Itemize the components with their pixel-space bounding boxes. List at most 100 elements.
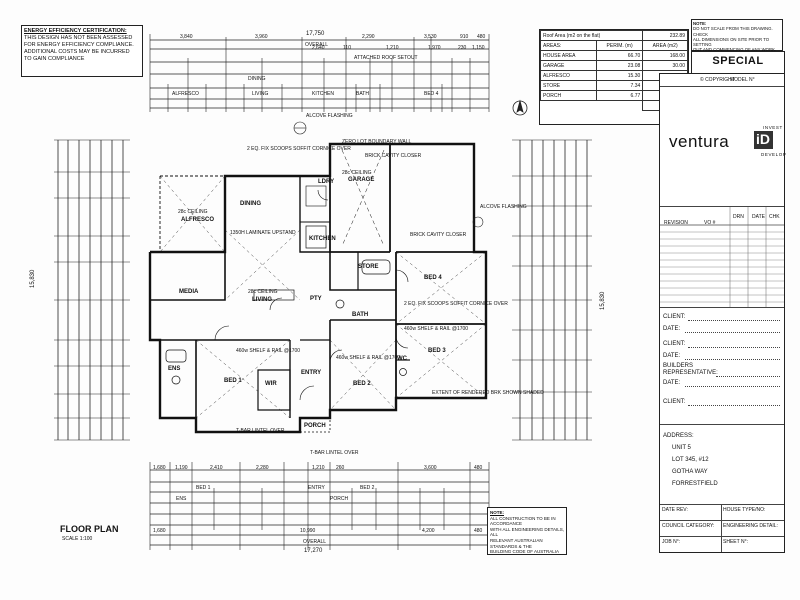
room-label-media: MEDIA <box>179 289 199 295</box>
representative-signature-line[interactable] <box>716 376 780 377</box>
room-label-pty: PTY <box>310 296 322 302</box>
dimension-value: 1,210 <box>386 45 399 51</box>
dimension-value: 1,970 <box>428 45 441 51</box>
room-label-bed4: BED 4 <box>424 275 442 281</box>
room-label-bed2: BED 2 <box>353 381 371 387</box>
overall-height-right: 15,830 <box>600 291 606 310</box>
dimension-room-label: KITCHEN <box>312 91 334 97</box>
row-name: STORE <box>540 80 597 91</box>
row-perimeter: 66.70 <box>595 50 644 61</box>
note-line: ALL DIMENSIONS ON SITE PRIOR TO SETTING <box>693 36 770 48</box>
room-label-store: STORE <box>358 264 379 270</box>
certification-title: ENERGY EFFICIENCY CERTIFICATION: <box>24 28 127 34</box>
shelf-rail-label: 460w SHELF & RAIL @1700 <box>404 326 469 332</box>
certification-line: FOR ENERGY EFFICIENCY COMPLIANCE. <box>24 42 134 48</box>
room-label-alfresco: ALFRESCO <box>181 217 214 223</box>
dimension-value: 3,530 <box>424 34 437 40</box>
lintel-label: T-BAR LINTEL OVER <box>310 450 359 456</box>
row-perimeter: 7.34 <box>595 80 644 91</box>
note-line: WITH ALL ENGINEERING DETAILS, ALL <box>490 526 565 538</box>
shelf-rail-label: 460w SHELF & RAIL @1700 <box>236 348 301 354</box>
row-perimeter: 23.08 <box>595 60 644 71</box>
dimension-value: 480 <box>474 528 483 534</box>
model-label: MODEL N° <box>730 77 755 83</box>
dimension-room-label: ALFRESCO <box>172 91 199 97</box>
note-line: ALL CONSTRUCTION TO BE IN ACCORDANCE <box>490 515 556 527</box>
client-signature-line[interactable] <box>688 320 780 321</box>
dimension-value: 4,200 <box>422 528 435 534</box>
dimension-value: 2,280 <box>256 465 269 471</box>
address-label: ADDRESS: <box>663 433 694 439</box>
row-name: PORCH <box>540 90 597 101</box>
ceiling-height-label: 28c CEILING <box>178 209 208 215</box>
certification-line: ADDITIONAL COSTS MAY BE INCURRED <box>24 49 130 55</box>
table-row: GARAGE 23.08 30.00 <box>540 60 688 71</box>
note-line: OUT AND COMMENCING OF ANY WORK. <box>693 47 777 53</box>
shelf-rail-label: 460w SHELF & RAIL @1700 <box>336 355 401 361</box>
overall-label-bottom: OVERALL <box>303 539 327 545</box>
divider <box>660 520 784 521</box>
job-number-field: JOB N°: <box>662 539 681 545</box>
dimension-value: 110 <box>343 45 351 51</box>
dimension-value: 230 <box>458 45 467 51</box>
dimension-value: 1,190 <box>175 465 188 471</box>
dimension-room-label: BATH <box>356 91 369 97</box>
row-perimeter: 6.77 <box>595 90 644 101</box>
date-rev-field: DATE REV: <box>662 507 688 513</box>
zero-lot-boundary-label: ZERO LOT BOUNDARY WALL <box>342 139 412 145</box>
dimension-room-label: LIVING <box>252 91 269 97</box>
date-line[interactable] <box>685 359 780 360</box>
special-box: SPECIAL <box>691 51 785 75</box>
dimension-value: 2,640 <box>312 45 325 51</box>
table-row: HOUSE AREA 66.70 168.00 <box>540 50 688 61</box>
client-label: CLIENT: <box>663 314 686 320</box>
dimension-value: 1,680 <box>153 465 166 471</box>
dimension-value: 2,290 <box>362 34 375 40</box>
address-line: UNIT 5 <box>672 445 691 451</box>
scale-warning-note: NOTE: DO NOT SCALE FROM THIS DRAWING. CH… <box>691 19 783 53</box>
address-line: GOTHA WAY <box>672 469 708 475</box>
address-line: FORRESTFIELD <box>672 481 718 487</box>
room-label-wc: WC <box>397 356 407 362</box>
room-label-ens: ENS <box>168 366 181 372</box>
sheet-number-field: SHEET N°: <box>723 539 748 545</box>
certification-line: THIS DESIGN HAS NOT BEEN ASSESSED <box>24 35 133 41</box>
representative-label: REPRESENTATIVE: <box>663 370 718 376</box>
dimension-room-label: BED 1 <box>196 485 211 491</box>
client-label: CLIENT: <box>663 399 686 405</box>
dimension-value: 3,600 <box>424 465 437 471</box>
revision-grid <box>660 207 784 307</box>
note-line: DO NOT SCALE FROM THIS DRAWING. CHECK <box>693 26 773 37</box>
room-label-garage: GARAGE <box>348 177 375 183</box>
note-line: BUILDING CODE OF AUSTRALIA <box>490 549 560 555</box>
room-label-porch: PORCH <box>304 423 326 429</box>
client-signature-line[interactable] <box>688 347 780 348</box>
row-name: HOUSE AREA <box>540 50 597 61</box>
alcove-flashing-label: ALCOVE FLASHING <box>480 204 527 210</box>
council-category-field: COUNCIL CATEGORY: <box>662 523 715 529</box>
divider <box>660 424 784 425</box>
dimension-value: 480 <box>474 465 483 471</box>
special-label: SPECIAL <box>712 55 764 67</box>
laminate-label: 1350H LAMINATE UPSTAND <box>230 230 296 236</box>
date-line[interactable] <box>685 332 780 333</box>
chk-header: CHK <box>769 214 780 220</box>
room-label-bed1: BED 1 <box>224 378 242 384</box>
date-line[interactable] <box>685 386 780 387</box>
brand-tag-bottom: DEVELOP <box>761 152 787 157</box>
construction-note: NOTE: ALL CONSTRUCTION TO BE IN ACCORDAN… <box>487 507 567 555</box>
address-line: LOT 345, #12 <box>672 457 709 463</box>
row-area: 168.00 <box>642 50 688 61</box>
divider <box>660 206 784 207</box>
dimension-value: 3,840 <box>180 34 193 40</box>
room-label-ldry: LDRY <box>318 179 335 185</box>
client-signature-line[interactable] <box>688 405 780 406</box>
lintel-label: T-BAR LINTEL OVER <box>236 428 285 434</box>
brand-logo-letters: iD <box>756 131 770 147</box>
vo-header: VO # <box>704 220 716 226</box>
drn-header: DRN <box>733 214 744 220</box>
overall-width-bottom: 17,270 <box>304 548 323 554</box>
north-arrow-icon <box>512 99 528 116</box>
area-header: AREA (m2) <box>642 40 688 51</box>
